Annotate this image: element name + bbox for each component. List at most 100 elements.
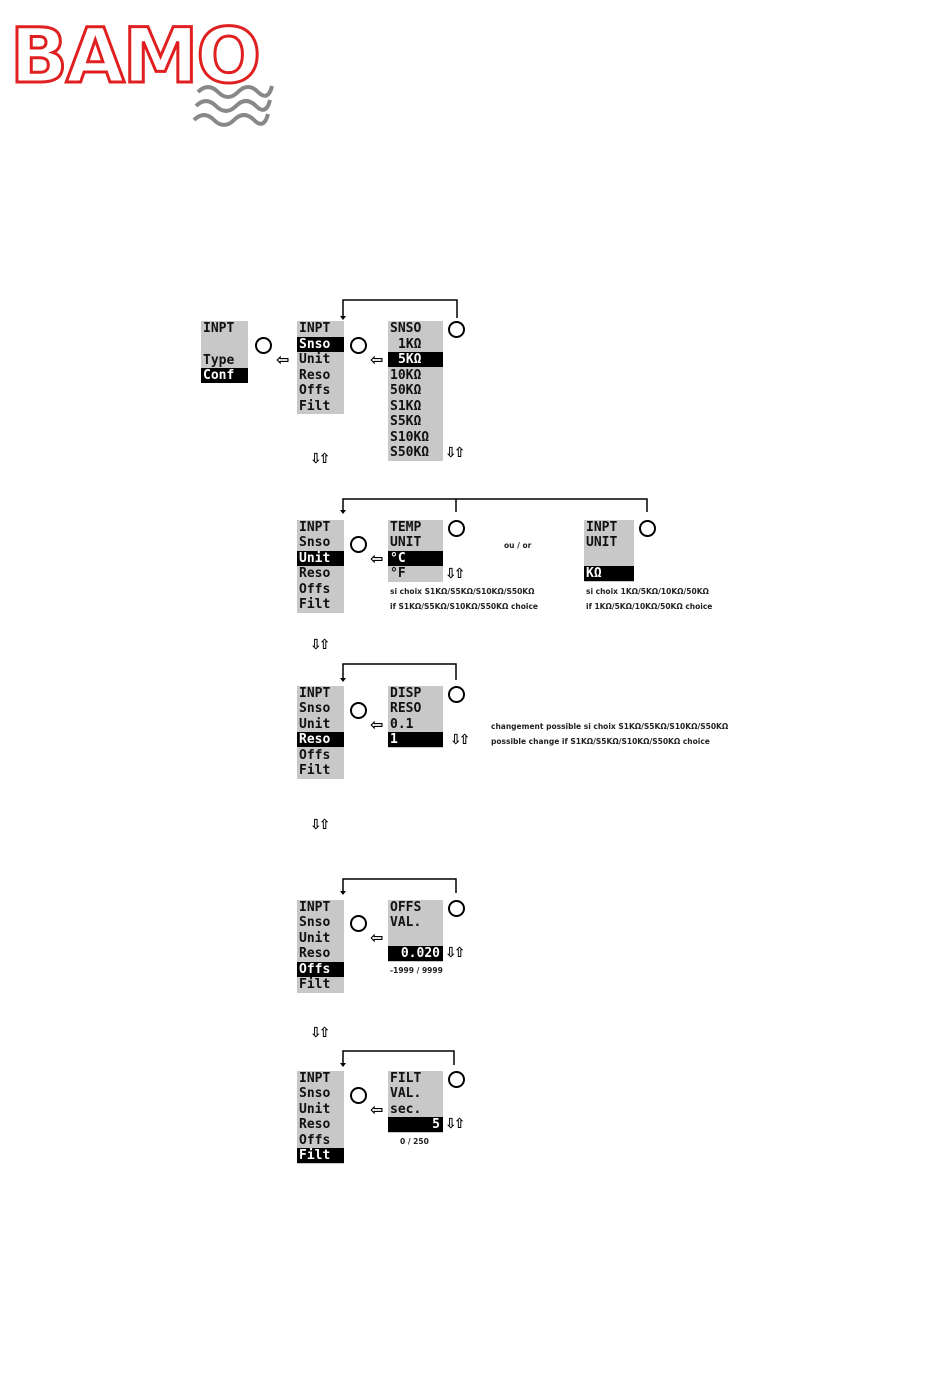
menu-item-temp-title: TEMP bbox=[390, 520, 422, 535]
menu-item-val-title: VAL. bbox=[390, 1086, 422, 1101]
knob-icon[interactable] bbox=[350, 1087, 367, 1104]
enter-arrow-icon: ⇦ bbox=[370, 549, 384, 568]
menu-item-offs[interactable]: Offs bbox=[297, 962, 344, 977]
knob-icon[interactable] bbox=[350, 536, 367, 553]
reso-menu: DISP RESO 0.1 1 bbox=[388, 686, 443, 748]
menu-item-snso[interactable]: Snso bbox=[299, 535, 331, 550]
menu-item-filt[interactable]: Filt bbox=[299, 763, 331, 778]
menu-item-blank bbox=[388, 931, 443, 946]
menu-item-offs[interactable]: Offs bbox=[299, 383, 331, 398]
menu-item-s5k[interactable]: S5KΩ bbox=[390, 414, 422, 429]
menu-item-filt[interactable]: Filt bbox=[299, 399, 331, 414]
menu-item-sec-title: sec. bbox=[390, 1102, 422, 1117]
menu-item-10k[interactable]: 10KΩ bbox=[390, 368, 422, 383]
offs-menu: OFFS VAL. 0.020 bbox=[388, 900, 443, 962]
menu-item-reso[interactable]: Reso bbox=[299, 1117, 331, 1132]
menu-item-kohm[interactable]: KΩ bbox=[584, 566, 634, 581]
menu-item-snso[interactable]: Snso bbox=[299, 1086, 331, 1101]
input-menu-step4: INPT Snso Unit Reso Offs Filt bbox=[297, 900, 344, 993]
menu-item-blank bbox=[584, 551, 634, 566]
menu-item-offs[interactable]: Offs bbox=[299, 1133, 331, 1148]
knob-icon[interactable] bbox=[448, 1071, 465, 1088]
knob-icon[interactable] bbox=[448, 321, 465, 338]
offset-range: -1999 / 9999 bbox=[390, 966, 443, 975]
input-menu-step5: INPT Snso Unit Reso Offs Filt bbox=[297, 1071, 344, 1164]
sensor-menu: SNSO 1KΩ 5KΩ 10KΩ 50KΩ S1KΩ S5KΩ S10KΩ S… bbox=[388, 321, 443, 461]
temp-unit-menu: TEMP UNIT °C °F bbox=[388, 520, 443, 582]
menu-item-fahrenheit[interactable]: °F bbox=[390, 566, 406, 581]
menu-item-s50k[interactable]: S50KΩ bbox=[390, 445, 430, 460]
up-down-arrows-icon[interactable]: ⇩⇧ bbox=[445, 945, 466, 961]
input-menu-step2: INPT Snso Unit Reso Offs Filt bbox=[297, 520, 344, 613]
knob-icon[interactable] bbox=[448, 686, 465, 703]
knob-icon[interactable] bbox=[448, 900, 465, 917]
menu-item-unit[interactable]: Unit bbox=[299, 931, 331, 946]
menu-item-50k[interactable]: 50KΩ bbox=[390, 383, 422, 398]
or-label: ou / or bbox=[504, 541, 532, 550]
menu-item-inpt[interactable]: INPT bbox=[299, 1071, 331, 1086]
menu-item-reso-title: RESO bbox=[390, 701, 422, 716]
bamo-logo: BAMO bbox=[9, 16, 274, 127]
menu-item-reso-01[interactable]: 0.1 bbox=[390, 717, 414, 732]
menu-item-celsius[interactable]: °C bbox=[388, 551, 443, 566]
menu-item-disp-title: DISP bbox=[390, 686, 422, 701]
menu-item-filt[interactable]: Filt bbox=[299, 977, 331, 992]
note2-en: if 1KΩ/5KΩ/10KΩ/50KΩ choice bbox=[586, 602, 713, 611]
menu-item-offs[interactable]: Offs bbox=[299, 582, 331, 597]
menu-item-unit[interactable]: Unit bbox=[299, 1102, 331, 1117]
menu-item-5k[interactable]: 5KΩ bbox=[388, 352, 443, 367]
note-en: possible change if S1KΩ/S5KΩ/S10KΩ/S50KΩ… bbox=[491, 737, 710, 746]
up-down-arrows-icon[interactable]: ⇩⇧ bbox=[445, 1116, 466, 1132]
menu-item-reso[interactable]: Reso bbox=[299, 946, 331, 961]
enter-arrow-icon: ⇦ bbox=[370, 1100, 384, 1119]
menu-item-unit[interactable]: Unit bbox=[299, 352, 331, 367]
knob-icon[interactable] bbox=[255, 337, 272, 354]
menu-item-filt[interactable]: Filt bbox=[297, 1148, 344, 1163]
enter-arrow-icon: ⇦ bbox=[370, 928, 384, 947]
knob-icon[interactable] bbox=[639, 520, 656, 537]
menu-item-inpt[interactable]: INPT bbox=[203, 321, 235, 336]
menu-item-inpt[interactable]: INPT bbox=[299, 321, 331, 336]
menu-item-reso[interactable]: Reso bbox=[299, 368, 331, 383]
menu-item-val-title: VAL. bbox=[390, 915, 422, 930]
menu-item-filt-title: FILT bbox=[390, 1071, 422, 1086]
note-en: if S1KΩ/S5KΩ/S10KΩ/S50KΩ choice bbox=[390, 602, 538, 611]
knob-icon[interactable] bbox=[350, 337, 367, 354]
menu-item-conf[interactable]: Conf bbox=[201, 368, 248, 383]
menu-item-snso-title: SNSO bbox=[390, 321, 422, 336]
up-down-arrows-icon[interactable]: ⇩⇧ bbox=[310, 451, 331, 467]
knob-icon[interactable] bbox=[350, 915, 367, 932]
menu-item-unit[interactable]: Unit bbox=[299, 717, 331, 732]
menu-item-filt[interactable]: Filt bbox=[299, 597, 331, 612]
input-menu-step3: INPT Snso Unit Reso Offs Filt bbox=[297, 686, 344, 779]
up-down-arrows-icon[interactable]: ⇩⇧ bbox=[445, 445, 466, 461]
up-down-arrows-icon[interactable]: ⇩⇧ bbox=[310, 637, 331, 653]
up-down-arrows-icon[interactable]: ⇩⇧ bbox=[445, 566, 466, 582]
up-down-arrows-icon[interactable]: ⇩⇧ bbox=[450, 732, 471, 748]
menu-item-inpt[interactable]: INPT bbox=[299, 686, 331, 701]
filter-value[interactable]: 5 bbox=[388, 1117, 443, 1132]
menu-item-offs[interactable]: Offs bbox=[299, 748, 331, 763]
up-down-arrows-icon[interactable]: ⇩⇧ bbox=[310, 817, 331, 833]
menu-item-snso[interactable]: Snso bbox=[299, 701, 331, 716]
offset-value[interactable]: 0.020 bbox=[388, 946, 443, 961]
logo-waves-icon bbox=[192, 85, 274, 127]
knob-icon[interactable] bbox=[350, 702, 367, 719]
menu-item-type[interactable]: Type bbox=[203, 353, 235, 368]
menu-item-unit[interactable]: Unit bbox=[297, 551, 344, 566]
menu-item-reso[interactable]: Reso bbox=[299, 566, 331, 581]
menu-item-s1k[interactable]: S1KΩ bbox=[390, 399, 422, 414]
menu-item-1k[interactable]: 1KΩ bbox=[398, 337, 422, 352]
enter-arrow-icon: ⇦ bbox=[370, 715, 384, 734]
menu-item-snso[interactable]: Snso bbox=[297, 337, 344, 352]
menu-item-inpt[interactable]: INPT bbox=[299, 520, 331, 535]
menu-item-unit-title: UNIT bbox=[586, 535, 618, 550]
menu-item-reso[interactable]: Reso bbox=[297, 732, 344, 747]
menu-item-snso[interactable]: Snso bbox=[299, 915, 331, 930]
menu-item-inpt[interactable]: INPT bbox=[299, 900, 331, 915]
up-down-arrows-icon[interactable]: ⇩⇧ bbox=[310, 1025, 331, 1041]
knob-icon[interactable] bbox=[448, 520, 465, 537]
menu-item-s10k[interactable]: S10KΩ bbox=[390, 430, 430, 445]
filter-range: 0 / 250 bbox=[400, 1137, 429, 1146]
menu-item-reso-1[interactable]: 1 bbox=[388, 732, 443, 747]
